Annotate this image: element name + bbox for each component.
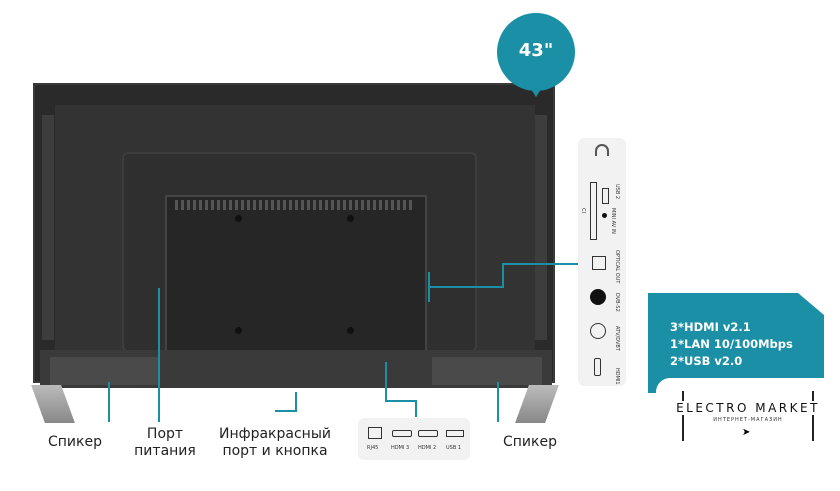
label-line: порт и кнопка — [222, 443, 328, 459]
stand-foot-left — [31, 385, 75, 423]
callout-line — [497, 382, 499, 422]
spec-line: 1*LAN 10/100Mbps — [670, 337, 793, 351]
vesa-screw — [235, 215, 242, 222]
logo-title: ELECTRO MARKET — [668, 401, 828, 415]
size-badge: 43" — [497, 13, 575, 97]
usb-port-icon — [446, 430, 464, 437]
speaker-left — [50, 357, 160, 385]
specs-box: 3*HDMI v2.1 1*LAN 10/100Mbps 2*USB v2.0 — [648, 293, 824, 393]
vesa-screw — [235, 327, 242, 334]
port-label: MINI AV IN — [610, 208, 616, 234]
headphone-icon — [595, 144, 609, 156]
hdmi-port-icon — [418, 430, 438, 437]
callout-line — [428, 272, 430, 302]
port-label: RJ45 — [367, 445, 379, 451]
port-label: USB 2 — [614, 184, 620, 200]
antenna-port-icon — [590, 323, 606, 339]
spec-line: 3*HDMI v2.1 — [670, 320, 751, 334]
size-label: 43" — [518, 40, 554, 61]
speaker-right — [432, 357, 542, 385]
callout-line — [502, 263, 578, 265]
callout-line — [415, 400, 417, 417]
callout-line — [108, 382, 110, 422]
label-line: Порт — [146, 426, 184, 442]
callout-line — [385, 400, 417, 402]
callout-line — [275, 410, 297, 412]
port-label: OPTICAL OUT — [614, 250, 620, 284]
port-label: DVB-S2 — [614, 293, 620, 312]
spec-line: 2*USB v2.0 — [670, 354, 743, 368]
port-label: USB 1 — [446, 445, 462, 451]
side-ports-panel: HDMI1 ATV/DVBT DVB-S2 OPTICAL OUT MINI A… — [578, 138, 626, 386]
bottom-ports-panel: RJ45 HDMI 3 HDMI 2 USB 1 — [358, 418, 470, 460]
optical-port-icon — [592, 256, 606, 270]
port-label: CI — [580, 208, 586, 213]
stand-foot-right — [515, 385, 559, 423]
rj45-port-icon — [368, 427, 382, 439]
callout-line — [502, 263, 504, 288]
dvbs2-port-icon — [590, 289, 606, 305]
label-speaker-left: Спикер — [48, 434, 102, 450]
side-rail — [535, 115, 547, 340]
ci-slot-icon — [590, 182, 597, 240]
mini-av-icon — [602, 213, 607, 218]
tv-mount-panel — [165, 195, 427, 360]
hdmi-port-icon — [392, 430, 412, 437]
store-logo: ELECTRO MARKET ИНТЕРНЕТ-МАГАЗИН ➤ — [668, 391, 828, 441]
label-speaker-right: Спикер — [503, 434, 557, 450]
callout-line — [295, 392, 297, 412]
port-label: HDMI 2 — [418, 445, 437, 451]
hdmi-port-icon — [594, 358, 601, 376]
port-label: HDMI 3 — [391, 445, 410, 451]
cursor-icon: ➤ — [742, 427, 751, 438]
side-rail — [42, 115, 54, 340]
port-label: HDMI1 — [614, 368, 620, 385]
vesa-screw — [347, 327, 354, 334]
logo-subtitle: ИНТЕРНЕТ-МАГАЗИН — [684, 417, 812, 423]
callout-line — [158, 288, 160, 422]
callout-line — [385, 362, 387, 402]
label-line: питания — [134, 443, 196, 459]
vent-grille — [175, 200, 415, 210]
callout-line — [430, 286, 502, 288]
vesa-screw — [347, 215, 354, 222]
port-label: ATV/DVBT — [614, 326, 620, 351]
label-line: Инфракрасный — [219, 426, 331, 442]
usb-port-icon — [602, 188, 609, 204]
